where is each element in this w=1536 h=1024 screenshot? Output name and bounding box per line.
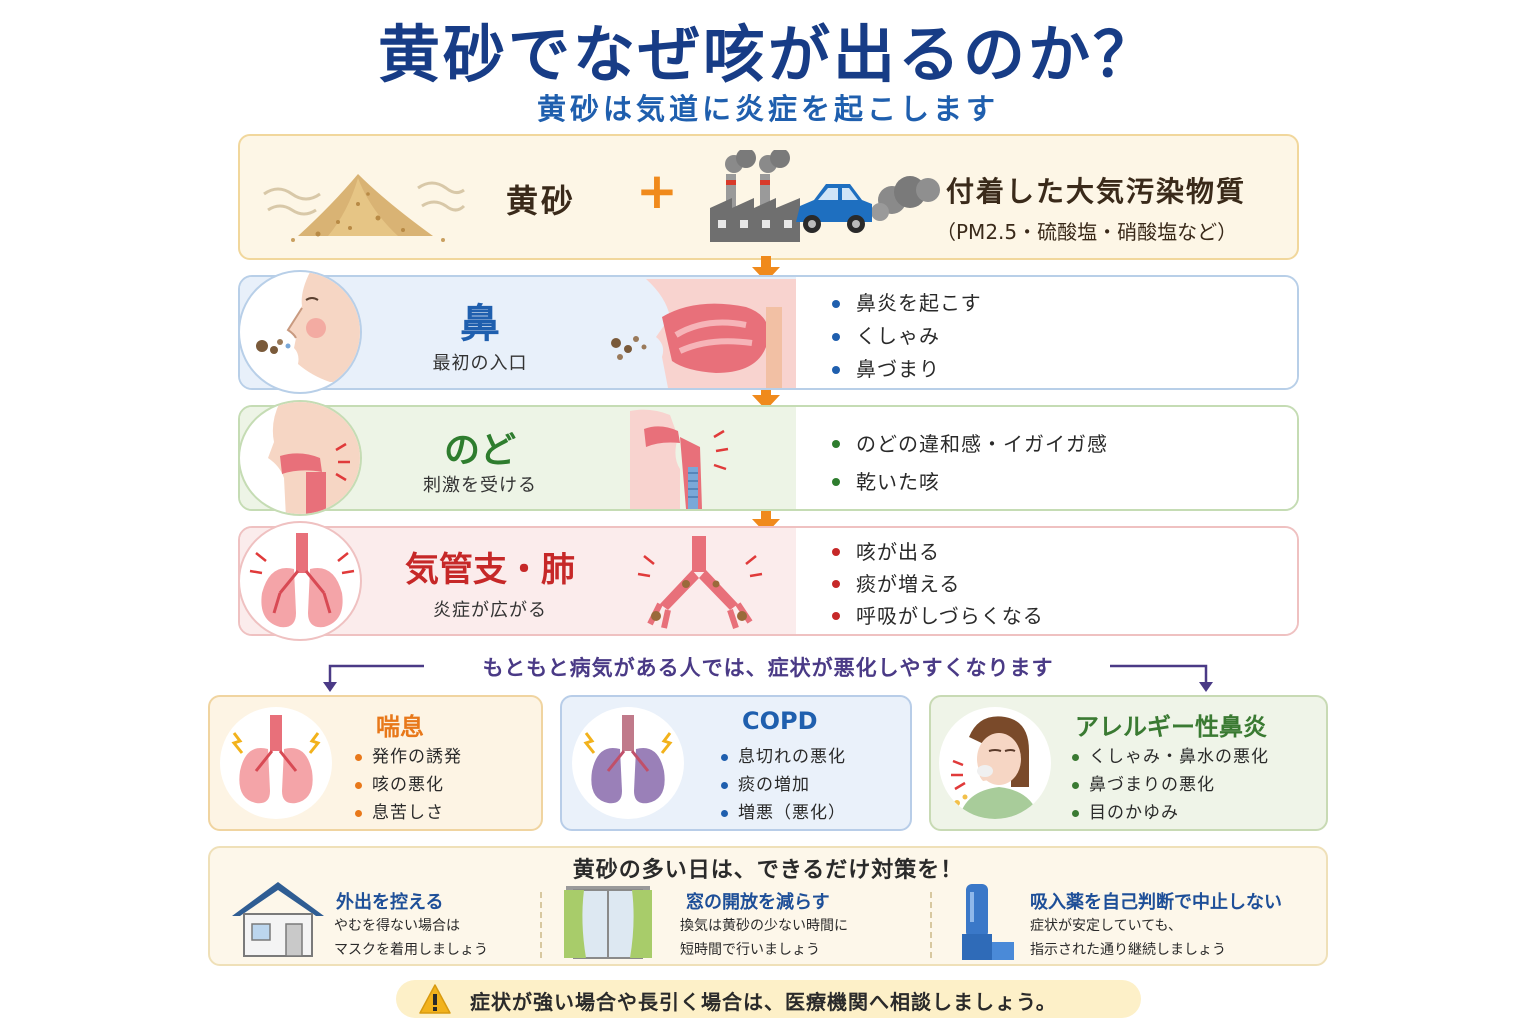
tip-1-line1: やむを得ない場合は	[334, 918, 460, 934]
lungs-icon	[231, 715, 321, 804]
stage-throat-title: のど	[443, 430, 516, 471]
list-item: 乾いた咳	[830, 463, 1108, 501]
stage-lung-title: 気管支・肺	[405, 550, 575, 590]
sand-label: 黄砂	[506, 182, 577, 220]
tip-1-line2: マスクを着用しましょう	[334, 942, 488, 958]
condition-copd-symptoms: 息切れの悪化 痰の増加 増悪（悪化）	[720, 743, 846, 827]
stage-nose-subtitle: 最初の入口	[432, 353, 528, 374]
list-item: 痰の増加	[720, 771, 846, 799]
stage-nose-panel: 鼻 最初の入口 鼻炎を起こす くしゃみ 鼻づまり	[238, 275, 1299, 390]
page-subtitle: 黄砂は気道に炎症を起こします	[536, 92, 999, 126]
tip-1-title: 外出を控える	[336, 892, 444, 913]
tip-3-line2: 指示された通り継続しましょう	[1030, 942, 1226, 958]
tip-2-body: 換気は黄砂の少ない時間に 短時間で行いましょう	[680, 914, 848, 962]
throat-cross-section-icon	[630, 409, 729, 509]
condition-allergy-panel: アレルギー性鼻炎 くしゃみ・鼻水の悪化 鼻づまりの悪化 目のかゆみ	[929, 695, 1328, 831]
condition-asthma-title: 喘息	[376, 713, 424, 741]
sneezing-person-illustration	[939, 707, 1051, 819]
factory-icon	[710, 150, 800, 242]
bronchi-icon	[637, 536, 763, 629]
condition-copd-title: COPD	[742, 707, 818, 735]
inhaler-icon	[962, 884, 1014, 960]
list-item: 発作の誘発	[354, 743, 462, 771]
list-item: のどの違和感・イガイガ感	[830, 425, 1108, 463]
window-icon	[564, 886, 652, 959]
tip-2-line1: 換気は黄砂の少ない時間に	[680, 918, 848, 934]
page-title: 黄砂でなぜ咳が出るのか？	[377, 18, 1158, 91]
stage-throat-symptoms: のどの違和感・イガイガ感 乾いた咳	[830, 425, 1108, 501]
condition-allergy-symptoms: くしゃみ・鼻水の悪化 鼻づまりの悪化 目のかゆみ	[1071, 743, 1269, 827]
lungs-icon	[583, 715, 673, 804]
nasal-cavity-icon	[611, 279, 796, 388]
tip-2-line2: 短時間で行いましょう	[680, 942, 820, 958]
throat-face-illustration	[238, 400, 362, 516]
list-item: 息苦しさ	[354, 799, 462, 827]
pollutant-label: 付着した大気汚染物質	[946, 175, 1247, 208]
condition-asthma-symptoms: 発作の誘発 咳の悪化 息苦しさ	[354, 743, 462, 827]
stage-lung-subtitle: 炎症が広がる	[433, 600, 547, 621]
stage-throat-subtitle: 刺激を受ける	[423, 475, 537, 496]
tip-2-title: 窓の開放を減らす	[686, 892, 830, 913]
warning-banner: 症状が強い場合や長引く場合は、医療機関へ相談しましょう。	[396, 980, 1141, 1018]
list-item: くしゃみ・鼻水の悪化	[1071, 743, 1269, 771]
lung-illustration	[238, 521, 362, 641]
list-item: 咳が出る	[830, 536, 1044, 568]
stage-lung-symptoms: 咳が出る 痰が増える 呼吸がしづらくなる	[830, 536, 1044, 632]
list-item: くしゃみ	[830, 320, 982, 353]
list-item: 呼吸がしづらくなる	[830, 600, 1044, 632]
conditions-banner: もともと病気がある人では、症状が悪化しやすくなります	[482, 656, 1054, 680]
list-item: 目のかゆみ	[1071, 799, 1269, 827]
car-exhaust-icon	[796, 176, 940, 233]
stage-nose-title: 鼻	[460, 301, 500, 347]
list-item: 増悪（悪化）	[720, 799, 846, 827]
nose-face-illustration	[238, 270, 362, 394]
sand-pile-icon	[263, 174, 466, 242]
stage-throat-panel: のど 刺激を受ける のどの違和感・イガイガ感 乾いた咳	[238, 405, 1299, 511]
tip-divider	[540, 892, 542, 958]
condition-allergy-title: アレルギー性鼻炎	[1075, 713, 1267, 741]
arrow-down-icon	[752, 384, 780, 410]
throat-profile-icon	[268, 402, 360, 514]
tip-3-title: 吸入薬を自己判断で中止しない	[1030, 892, 1282, 913]
countermeasures-panel: 黄砂の多い日は、できるだけ対策を！ 外出を控える やむを得ない場合は マスクを着…	[208, 846, 1328, 966]
tip-3-body: 症状が安定していても、 指示された通り継続しましょう	[1030, 914, 1226, 962]
stage-lung-panel: 気管支・肺 炎症が広がる 咳が出る 痰が増える 呼吸がしづらくなる	[238, 526, 1299, 636]
sneezing-person-icon	[951, 716, 1039, 819]
stage-nose-symptoms: 鼻炎を起こす くしゃみ 鼻づまり	[830, 287, 982, 386]
arrow-down-icon	[752, 256, 780, 282]
condition-asthma-panel: 喘息 発作の誘発 咳の悪化 息苦しさ	[208, 695, 543, 831]
plus-sign: +	[636, 162, 678, 220]
tip-3-line1: 症状が安定していても、	[1030, 918, 1183, 934]
face-profile-icon	[256, 272, 360, 382]
lungs-icon	[249, 533, 355, 628]
tip-1-body: やむを得ない場合は マスクを着用しましょう	[334, 914, 488, 962]
copd-lungs-illustration	[572, 707, 684, 819]
list-item: 痰が増える	[830, 568, 1044, 600]
warning-icon	[419, 984, 451, 1014]
list-item: 息切れの悪化	[720, 743, 846, 771]
tip-divider	[930, 892, 932, 958]
asthma-lungs-illustration	[220, 707, 332, 819]
branch-arrow-icon	[323, 664, 1213, 692]
countermeasures-title: 黄砂の多い日は、できるだけ対策を！	[572, 858, 964, 883]
cause-panel: 黄砂 + 付着した大気汚染物質 （PM2.5・硫酸塩・硝酸塩など）	[238, 134, 1299, 260]
list-item: 鼻炎を起こす	[830, 287, 982, 320]
warning-text: 症状が強い場合や長引く場合は、医療機関へ相談しましょう。	[470, 990, 1057, 1014]
condition-copd-panel: COPD 息切れの悪化 痰の増加 増悪（悪化）	[560, 695, 912, 831]
list-item: 鼻づまり	[830, 353, 982, 386]
house-icon	[232, 882, 324, 957]
pollutant-note: （PM2.5・硫酸塩・硝酸塩など）	[936, 220, 1238, 244]
list-item: 咳の悪化	[354, 771, 462, 799]
list-item: 鼻づまりの悪化	[1071, 771, 1269, 799]
